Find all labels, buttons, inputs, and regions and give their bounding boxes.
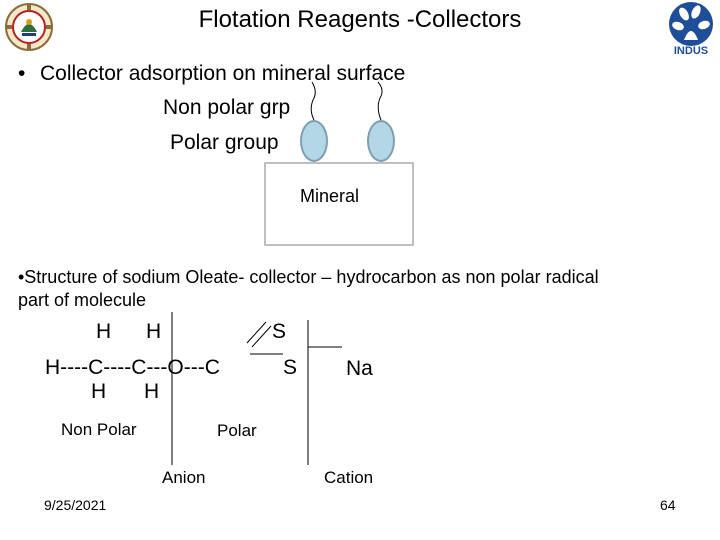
bullet-collector-adsorption: • Collector adsorption on mineral surface	[18, 62, 405, 86]
nonpolar-tail-2	[377, 81, 383, 121]
formula-h-bot-2: H	[144, 380, 160, 403]
bullet-text: Collector adsorption on mineral surface	[40, 62, 406, 85]
formula-na: Na	[346, 357, 373, 380]
nonpolar-group-label: Non polar grp	[163, 96, 291, 119]
bullet-marker: •	[18, 62, 26, 85]
double-bond-line-2	[251, 325, 272, 348]
page-number: 64	[660, 497, 676, 513]
polar-head-droplet-2	[367, 120, 395, 162]
bullet2-line1: •Structure of sodium Oleate- collector –…	[18, 267, 599, 287]
mineral-label: Mineral	[300, 186, 360, 206]
polar-head-droplet-1	[300, 120, 328, 162]
mineral-surface-box: Mineral	[264, 162, 414, 246]
formula-h-top-1: H	[96, 320, 112, 343]
bullet2-line2: part of molecule	[18, 290, 147, 310]
slide-title: Flotation Reagents -Collectors	[198, 6, 522, 33]
formula-chain: H----C----C---O---C	[45, 356, 220, 379]
iit-seal-logo-icon	[4, 2, 54, 52]
slide-date: 9/25/2021	[44, 497, 107, 513]
indus-logo-text: INDUS	[673, 45, 709, 57]
polar-region-label: Polar	[217, 421, 257, 440]
indus-logo-icon: INDUS	[664, 0, 718, 58]
nonpolar-tail-1	[310, 81, 316, 121]
formula-s-top: S	[272, 320, 287, 343]
formula-h-bot-1: H	[91, 380, 107, 403]
nonpolar-region-label: Non Polar	[61, 420, 137, 439]
cation-label: Cation	[324, 468, 374, 487]
formula-h-top-2: H	[146, 320, 162, 343]
bullet-sodium-oleate: •Structure of sodium Oleate- collector –…	[18, 266, 599, 312]
anion-label: Anion	[162, 468, 206, 487]
polar-group-label: Polar group	[170, 131, 279, 154]
double-bond-line-1	[246, 321, 267, 344]
formula-s-mid: S	[283, 356, 298, 379]
